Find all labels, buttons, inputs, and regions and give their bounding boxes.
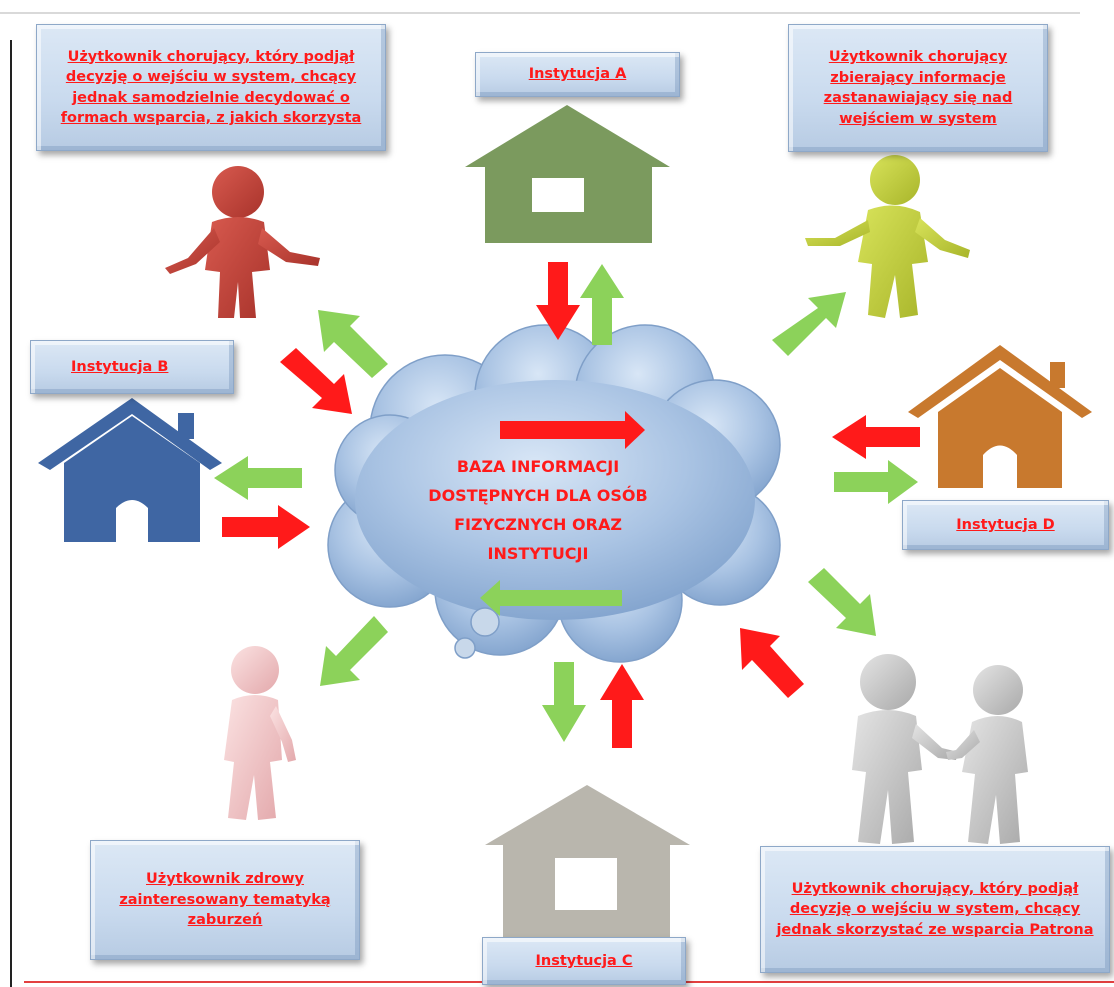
arrow-b-red [222, 505, 310, 549]
institution-b-label: Instytucja B [71, 358, 169, 375]
arrow-br-red [740, 628, 804, 698]
arrow-c-up-red [600, 664, 644, 748]
arrow-c-down-green [542, 662, 586, 742]
center-line-2: DOSTĘPNYCH DLA OSÓB [428, 486, 648, 505]
house-c-icon [485, 785, 690, 961]
arrow-bl-green [320, 616, 388, 686]
bottom-left-user-label: Użytkownik zdrowy zainteresowany tematyk… [119, 871, 331, 929]
arrow-d-red [832, 415, 920, 459]
arrow-a-down-red [536, 262, 580, 340]
institution-b-box: Instytucja B [30, 340, 234, 394]
handshake-figures [820, 650, 1085, 846]
institution-a-box: Instytucja A [475, 52, 680, 97]
house-d-icon [908, 345, 1092, 488]
arrow-tr-green [772, 292, 846, 356]
institution-c-label: Instytucja C [535, 952, 633, 969]
cloud-arrow-left [480, 580, 622, 616]
house-b-icon [38, 398, 222, 542]
top-left-user-box: Użytkownik chorujący, który podjął decyz… [36, 24, 386, 151]
top-right-user-label: Użytkownik chorujący zbierający informac… [823, 49, 1013, 127]
center-line-1: BAZA INFORMACJI [456, 457, 620, 476]
red-person-figure [165, 166, 320, 318]
arrow-b-green [214, 456, 302, 500]
arrow-a-up-green [580, 264, 624, 345]
left-rule [10, 40, 12, 987]
bottom-right-user-box: Użytkownik chorujący, który podjął decyz… [760, 846, 1110, 973]
center-line-3: FIZYCZNYCH ORAZ [454, 515, 622, 534]
house-a-icon [465, 105, 670, 243]
arrow-d-green [834, 460, 918, 504]
yellow-person-figure [805, 155, 970, 318]
arrow-tl-red [280, 348, 352, 414]
central-database-label: BAZA INFORMACJI DOSTĘPNYCH DLA OSÓB FIZY… [420, 452, 656, 568]
top-right-user-box: Użytkownik chorujący zbierający informac… [788, 24, 1048, 152]
top-rule [0, 12, 1080, 14]
bottom-right-user-label: Użytkownik chorujący, który podjął decyz… [776, 880, 1094, 938]
institution-a-label: Instytucja A [528, 66, 627, 83]
cloud-arrow-right [500, 411, 645, 449]
top-left-user-label: Użytkownik chorujący, który podjął decyz… [60, 48, 362, 127]
pink-person-figure [224, 646, 296, 820]
arrow-tl-green [318, 310, 388, 378]
center-line-4: INSTYTUCJI [487, 544, 589, 563]
bottom-left-user-box: Użytkownik zdrowy zainteresowany tematyk… [90, 840, 360, 960]
arrow-br-green [808, 568, 876, 636]
institution-c-box: Instytucja C [482, 937, 686, 985]
institution-d-box: Instytucja D [902, 500, 1109, 550]
institution-d-label: Instytucja D [956, 516, 1055, 533]
